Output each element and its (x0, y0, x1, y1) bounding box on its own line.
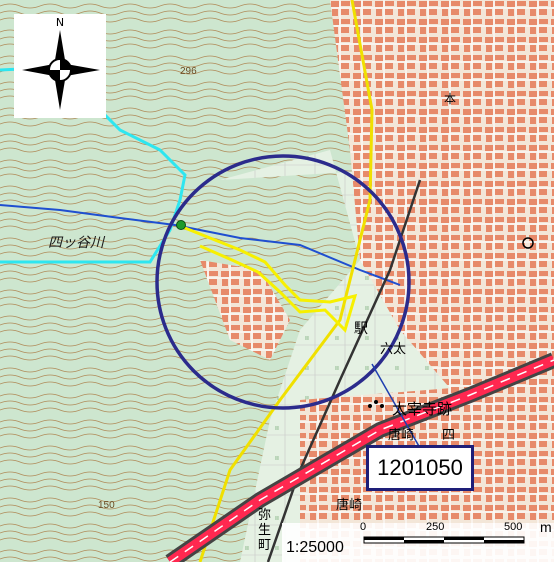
green-dot-marker-icon[interactable] (176, 220, 186, 230)
urban-area-north-east (330, 0, 554, 400)
road-main-yellow (198, 0, 374, 562)
district-upper-right-label: 本 (444, 92, 457, 106)
compass-rose-icon (22, 30, 100, 110)
district-east-number: 四 (442, 428, 456, 443)
expressway-centerline (169, 359, 554, 562)
elevation-label-top: 296 (180, 66, 197, 77)
station-area-label: 六太 (380, 342, 407, 357)
ruins-marker-icon (380, 404, 384, 408)
ruins-marker-icon (368, 404, 372, 408)
district-east-label: 唐崎 (388, 428, 415, 443)
landmark-symbol-icon (522, 237, 534, 249)
district-south2-label: 弥生町 (258, 508, 272, 553)
station-label: 駅 (354, 321, 368, 337)
scale-unit: m (540, 519, 552, 535)
scale-tick-250: 250 (426, 521, 445, 533)
survey-circle[interactable] (155, 154, 411, 410)
urban-area-west (200, 260, 290, 360)
site-code-label[interactable]: 1201050 (366, 445, 474, 491)
scale-ratio: 1:25000 (286, 539, 344, 556)
survey-route (179, 224, 358, 333)
ruins-label: 太宰寺跡 (392, 400, 453, 418)
compass-panel: N (14, 14, 106, 118)
scale-tick-0: 0 (360, 521, 367, 533)
elevation-label-bottom: 150 (98, 500, 115, 511)
leader-line (371, 363, 421, 449)
north-label: N (55, 16, 65, 29)
river-label: 四ッ谷川 (48, 235, 104, 251)
scale-bar-panel: 1:25000 0 250 500 m (282, 519, 554, 562)
river-yotsuya (0, 204, 401, 286)
district-south-label: 唐崎 (336, 498, 363, 513)
ruins-marker-icon (374, 400, 378, 404)
scale-tick-500: 500 (504, 521, 523, 533)
scale-bar-graphic (363, 536, 525, 544)
